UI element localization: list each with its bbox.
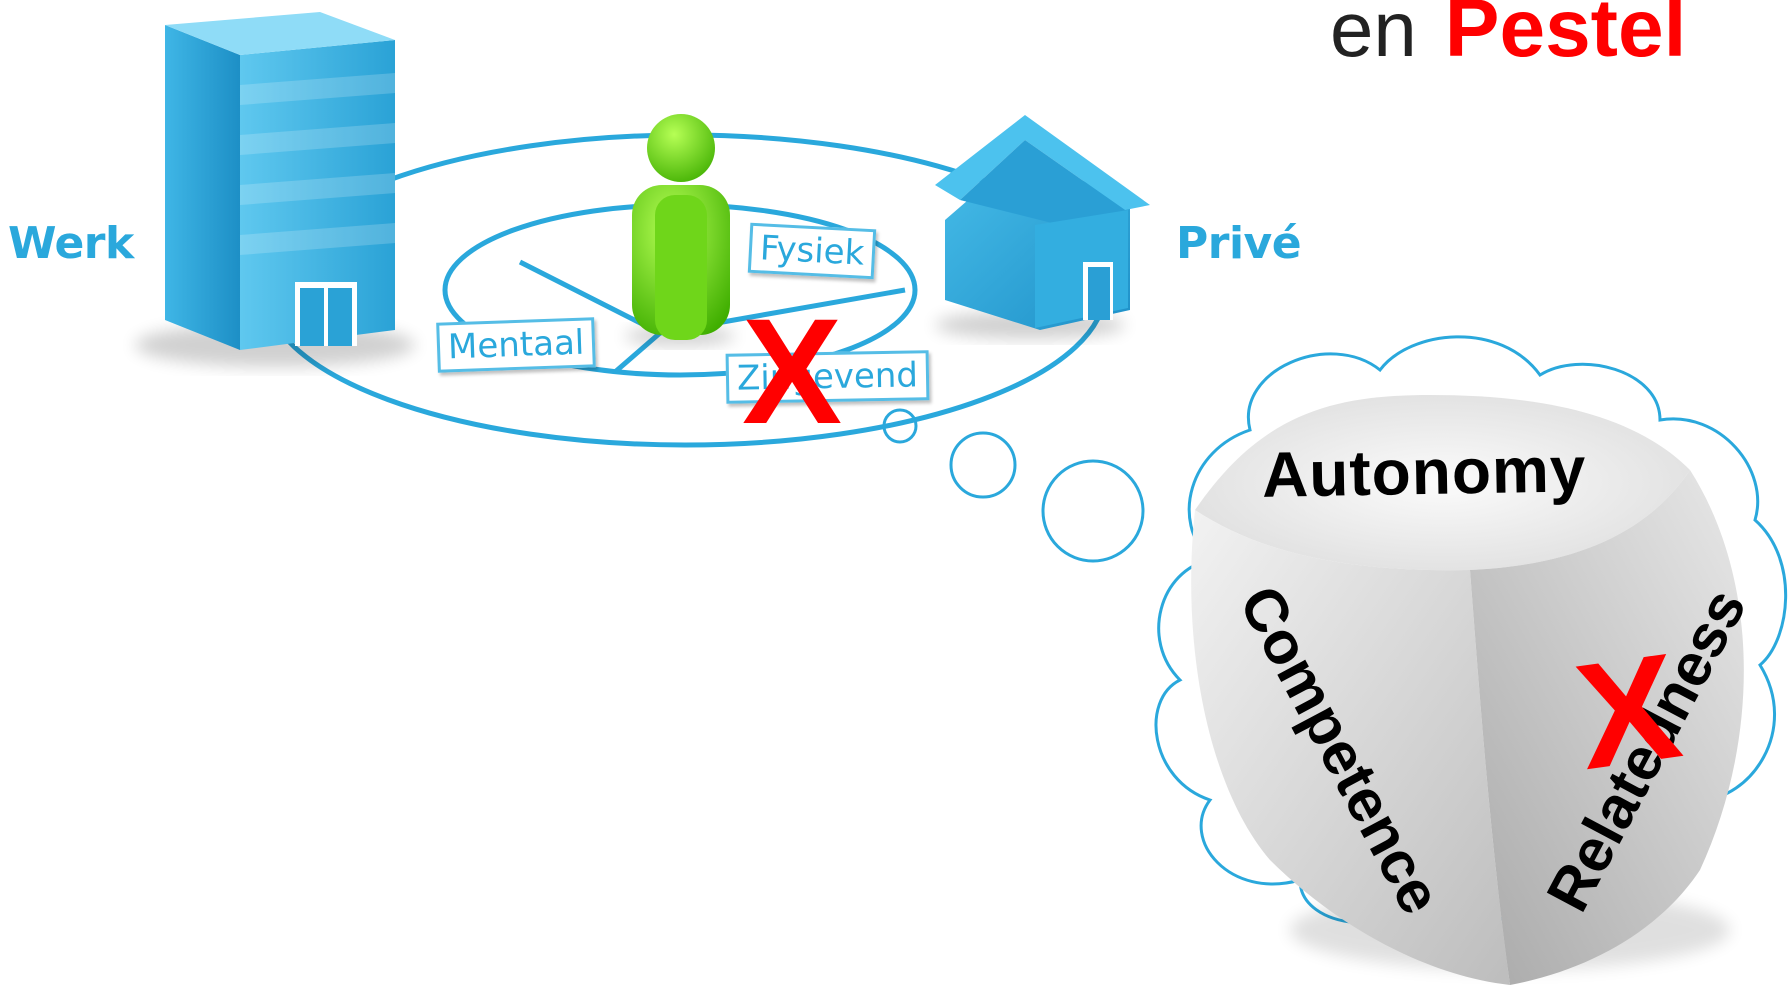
dice-icon [1191,395,1744,985]
cross-mark-relatedness: X [1566,620,1690,802]
segment-tag-mentaal: Mentaal [436,317,597,373]
dice-face-autonomy: Autonomy [1261,433,1588,511]
cross-mark-zingevend: X [742,287,843,455]
office-building-icon [135,12,415,367]
house-icon [935,115,1150,339]
segment-tag-fysiek: Fysiek [747,222,877,280]
slide-title: en Pestel [1330,0,1686,76]
label-work: Werk [8,218,134,269]
label-private: Privé [1176,218,1302,269]
thought-bubbles [882,408,1145,563]
title-word-pestel: Pestel [1444,0,1687,74]
person-icon [625,114,735,346]
title-word-en: en [1330,0,1417,73]
